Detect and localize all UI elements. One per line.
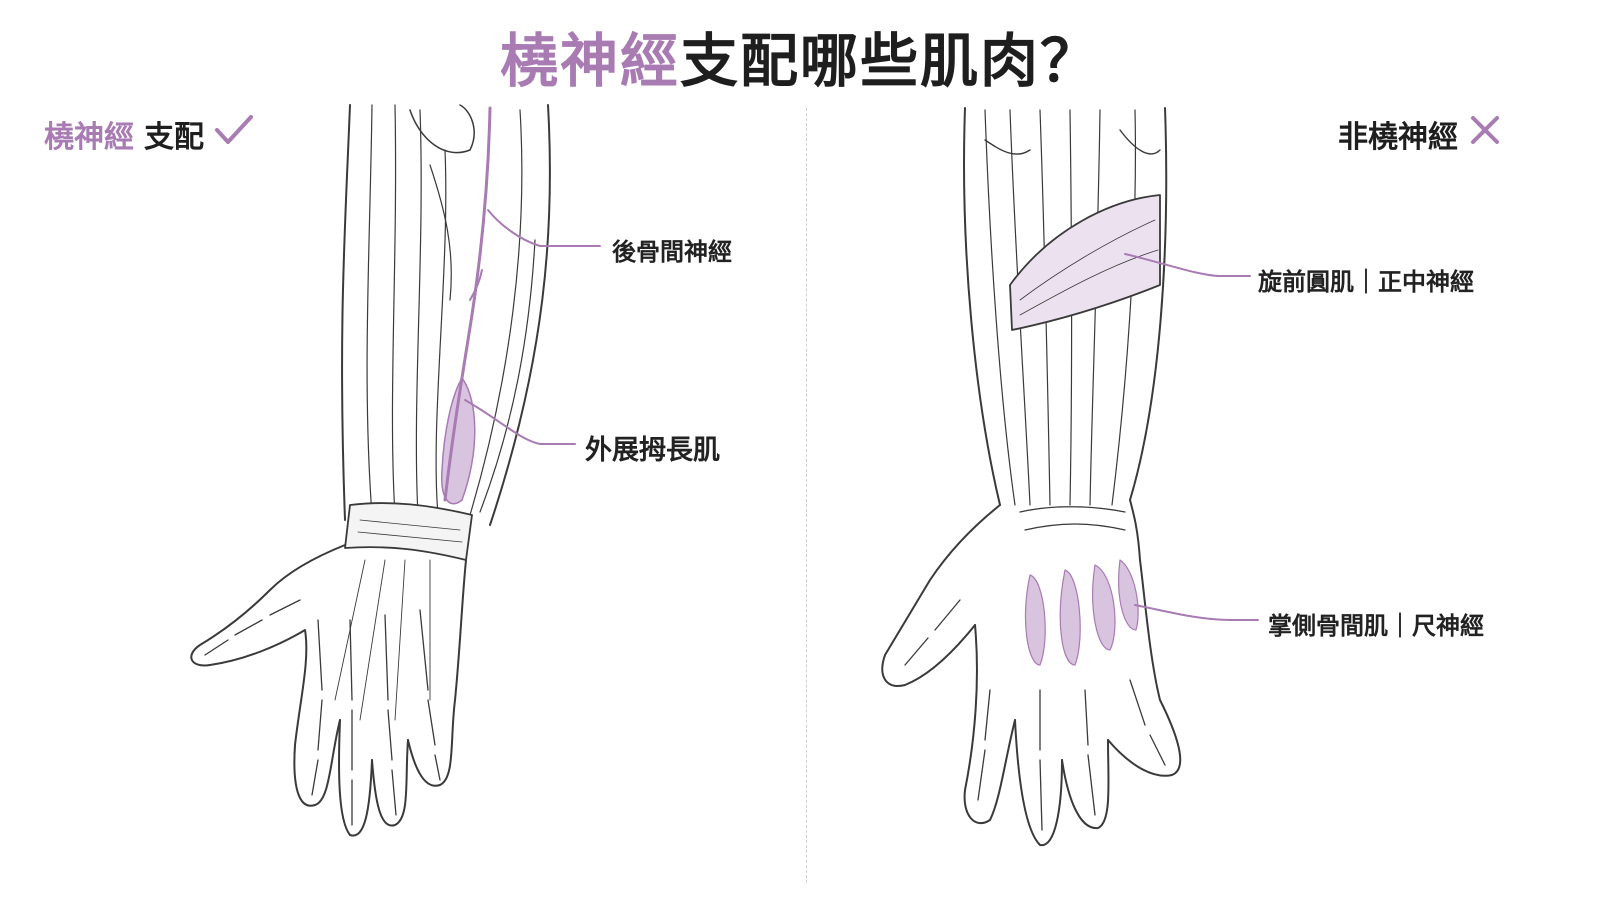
callout-palmar-interossei: 掌側骨間肌｜尺神經 bbox=[1268, 612, 1484, 640]
check-icon bbox=[214, 113, 254, 155]
left-panel-label: 橈神經支配 bbox=[44, 112, 254, 156]
left-label-rest: 支配 bbox=[144, 120, 204, 155]
callout-abductor-pollicis-longus: 外展拇長肌 bbox=[585, 435, 720, 466]
cross-icon bbox=[1468, 113, 1502, 155]
callout-pronator-teres: 旋前圓肌｜正中神經 bbox=[1258, 268, 1474, 296]
right-forearm-illustration bbox=[881, 107, 1182, 847]
title-accent: 橈神經 bbox=[499, 27, 680, 95]
right-panel-label: 非橈神經 bbox=[1338, 112, 1502, 156]
callout-posterior-interosseous-nerve: 後骨間神經 bbox=[612, 238, 732, 266]
right-label-text: 非橈神經 bbox=[1338, 120, 1458, 155]
left-forearm-illustration bbox=[190, 104, 551, 837]
panel-divider bbox=[806, 108, 807, 883]
left-label-accent: 橈神經 bbox=[44, 120, 134, 155]
title-rest: 支配哪些肌肉？ bbox=[680, 27, 1101, 95]
page-title: 橈神經支配哪些肌肉？ bbox=[0, 14, 1600, 98]
